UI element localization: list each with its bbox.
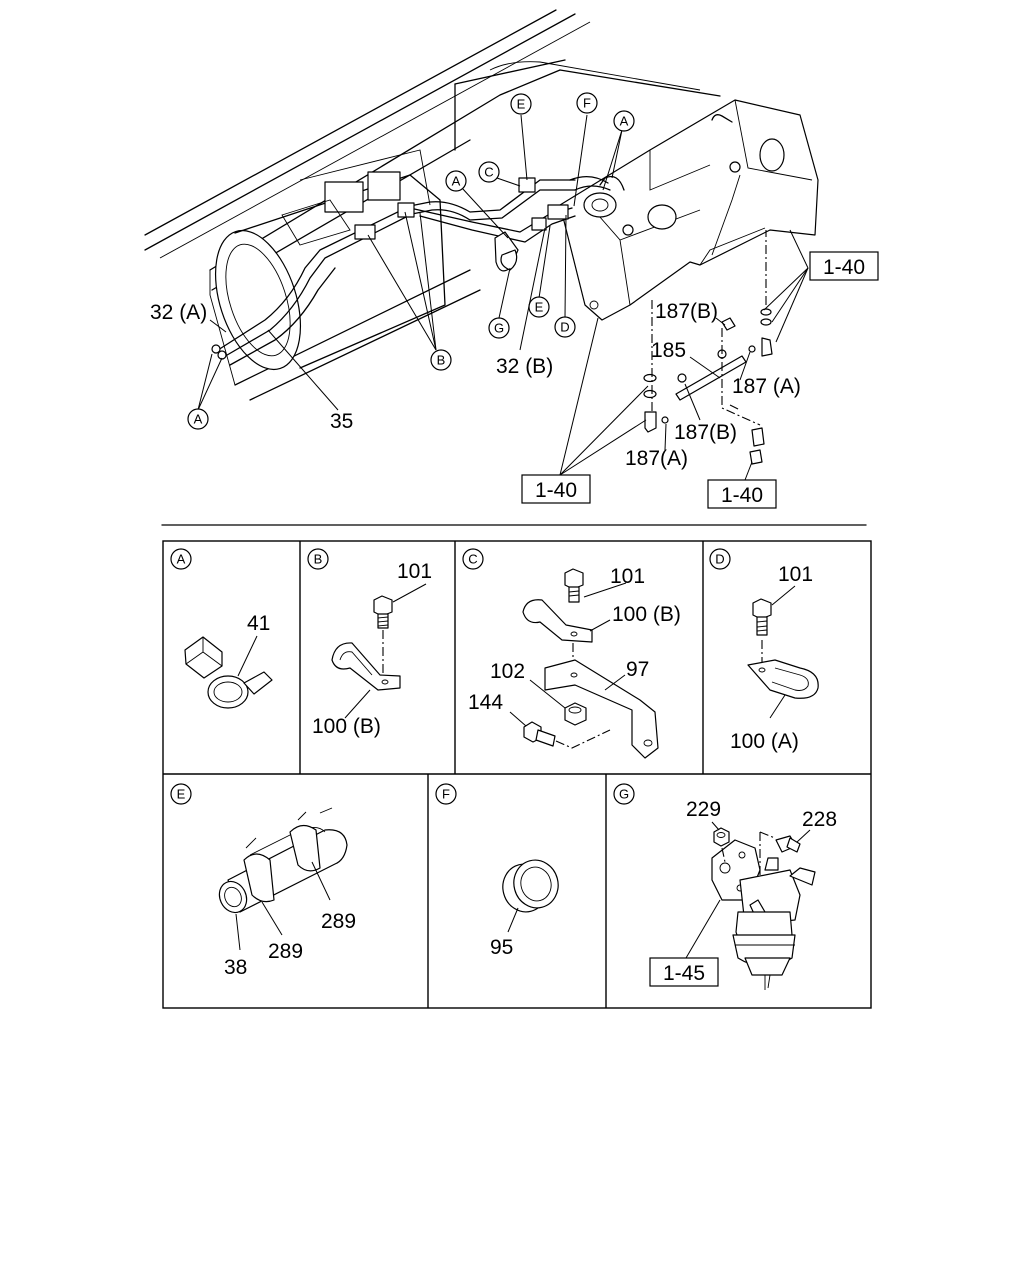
part-number-32a: 32 (A) [150,301,207,324]
detail-label-g: G [619,787,629,802]
callout-c-center: C [478,161,500,183]
detail-d: D 101 100 (A) [709,548,819,753]
pipes-38 [218,807,348,914]
svg-text:G: G [494,321,504,336]
detail-c: C 101 100 (B) 102 97 [462,548,681,759]
part-number-187b-low: 187(B) [674,421,737,444]
bolt-101 [373,595,393,629]
part-number-101: 101 [610,565,645,588]
main-view: 1-40 1-40 1-40 [144,9,879,509]
clip-100b [522,599,593,643]
ref-box-3: 1-40 [707,479,777,509]
svg-text:F: F [583,96,591,111]
detail-label-e: E [177,787,186,802]
part-number-102: 102 [490,660,525,683]
part-number-229: 229 [686,798,721,821]
callout-a-center: A [445,170,467,192]
callout-b-main: B [430,349,452,371]
detail-f: F 95 [435,783,559,959]
detail-e: E 289 289 38 [170,783,356,979]
svg-text:A: A [452,174,461,189]
part-number-289-right: 289 [321,910,356,933]
nut-229 [713,827,730,847]
ref-label: 1-40 [823,256,865,279]
svg-text:D: D [560,320,569,335]
part-number-100b: 100 (B) [312,715,381,738]
part-number-38: 38 [224,956,247,979]
detail-label-a: A [177,552,186,567]
grommet-95 [502,859,559,913]
fuel-tank [559,99,819,321]
part-number-35: 35 [330,410,353,433]
left-tank [214,149,446,371]
part-number-101: 101 [397,560,432,583]
detail-label-f: F [442,787,450,802]
callout-d-low: D [554,316,576,338]
part-number-187a-low: 187(A) [625,447,688,470]
callout-a-left-bottom: A [187,408,209,430]
bolt-101 [752,598,772,636]
detail-b: B 101 100 (B) [307,548,432,738]
detail-label-b: B [314,552,323,567]
chassis-frame [144,9,721,401]
bolt-101 [564,568,584,603]
detail-g: G 229 228 [613,783,837,990]
part-number-289-left: 289 [268,940,303,963]
callout-g-low: G [488,317,510,339]
svg-text:B: B [437,353,446,368]
svg-text:E: E [535,300,544,315]
ref-label: 1-45 [663,962,705,985]
detail-label-c: C [468,552,477,567]
part-number-32b: 32 (B) [496,355,553,378]
part-number-97: 97 [626,658,649,681]
part-number-100a: 100 (A) [730,730,799,753]
callout-f-top: F [576,92,598,114]
part-number-100b: 100 (B) [612,603,681,626]
part-number-41: 41 [247,612,270,635]
callout-e-low: E [528,296,550,318]
callout-a-top: A [613,110,635,132]
part-number-101: 101 [778,563,813,586]
clamp-289 [243,811,321,903]
ref-box-2: 1-40 [521,474,591,504]
ref-label: 1-40 [721,484,763,507]
part-number-187b-top: 187(B) [655,300,718,323]
bolt-144 [523,721,556,747]
svg-text:A: A [620,114,629,129]
nut-102 [564,702,587,726]
fuel-filter-assembly [711,839,816,990]
ref-label: 1-40 [535,479,577,502]
fuel-pipes [211,175,625,366]
svg-text:A: A [194,412,203,427]
part-number-95: 95 [490,936,513,959]
bolt-228 [775,835,801,853]
drain-parts [643,230,773,465]
bracket-97 [544,659,659,759]
hose-clamp-41 [184,636,273,709]
clip-100a [747,659,819,699]
clip-100b [331,642,401,691]
detail-label-d: D [715,552,724,567]
part-number-185: 185 [651,339,686,362]
detail-a: A 41 [170,548,273,709]
callout-e-top: E [510,93,532,115]
ref-box-1: 1-40 [809,251,879,281]
part-number-144: 144 [468,691,503,714]
part-number-187a-right: 187 (A) [732,375,801,398]
detail-grid [162,540,872,1009]
leader-lines [197,114,809,481]
svg-text:E: E [517,97,526,112]
part-number-228: 228 [802,808,837,831]
svg-text:C: C [484,165,493,180]
